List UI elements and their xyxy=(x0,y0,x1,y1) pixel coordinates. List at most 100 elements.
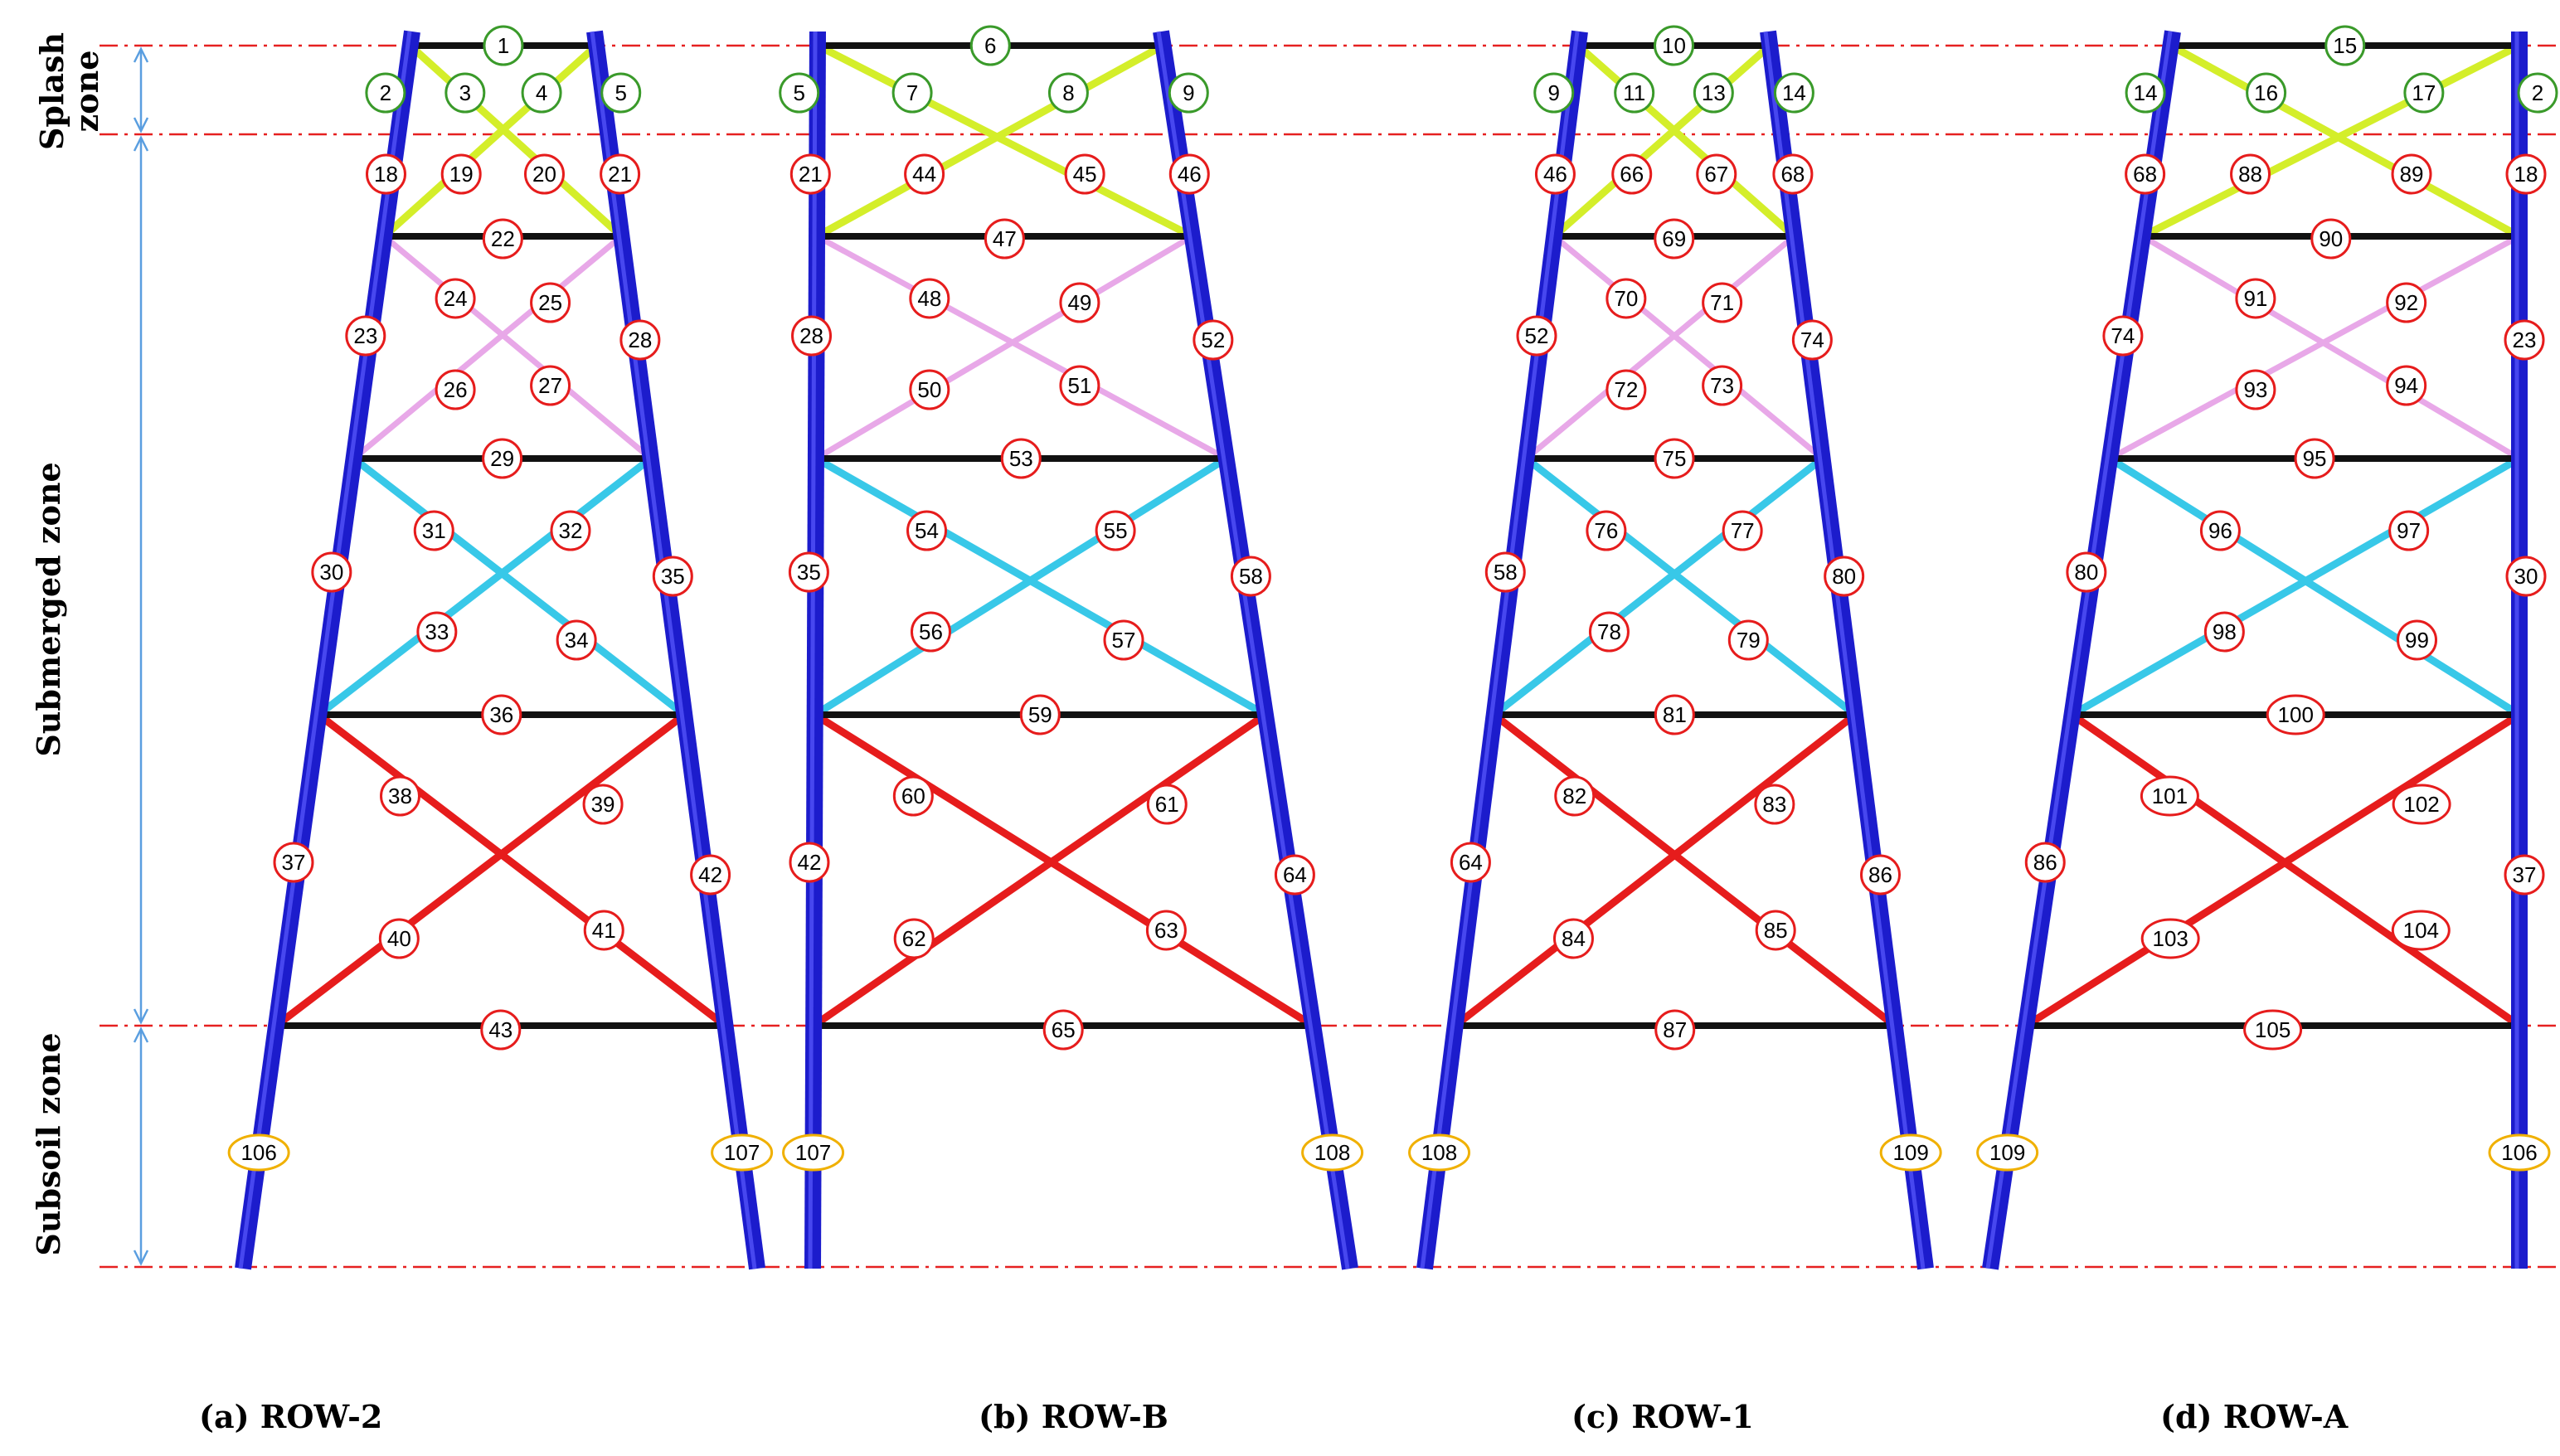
left-leg xyxy=(235,30,420,1270)
member-label: 27 xyxy=(530,365,571,406)
label-badge-orange xyxy=(1976,1133,2039,1172)
member-label: 92 xyxy=(2386,282,2427,323)
member-number: 59 xyxy=(1028,702,1052,727)
member-number: 71 xyxy=(1710,290,1734,315)
member-number: 73 xyxy=(1710,373,1734,398)
label-badge-red xyxy=(311,551,352,593)
member-number: 28 xyxy=(628,328,652,352)
member-number: 91 xyxy=(2243,286,2267,311)
red-x-brace xyxy=(1490,711,1899,1030)
zone-label-splash: Splash xyxy=(33,32,70,150)
member-label: 72 xyxy=(1605,369,1647,410)
label-badge-red xyxy=(480,1009,522,1051)
member-label: 23 xyxy=(345,315,386,357)
member-label: 39 xyxy=(582,784,624,825)
member-number: 42 xyxy=(698,862,722,887)
member-label: 1 xyxy=(483,25,524,66)
member-number: 85 xyxy=(1764,918,1788,943)
member-number: 60 xyxy=(901,784,925,808)
label-badge-red xyxy=(2310,218,2352,260)
member-number: 75 xyxy=(1663,446,1687,471)
member-number: 9 xyxy=(1183,80,1194,105)
member-number: 109 xyxy=(1989,1140,2025,1165)
label-badge-red xyxy=(1754,784,1795,825)
member-number: 40 xyxy=(387,926,411,951)
label-badge-red xyxy=(1588,611,1630,653)
member-label: 83 xyxy=(1754,784,1795,825)
label-badge-red xyxy=(378,918,420,959)
cyan-x-brace xyxy=(314,454,655,719)
member-label: 97 xyxy=(2388,510,2430,551)
label-badge-red xyxy=(909,278,950,319)
label-badge-red xyxy=(1450,842,1491,883)
label-badge-red xyxy=(2024,842,2066,883)
label-badge-red xyxy=(2505,556,2547,597)
member-label: 17 xyxy=(2403,72,2445,114)
label-badge-red xyxy=(1824,556,1865,597)
label-badge-red xyxy=(1586,510,1627,551)
member-label: 18 xyxy=(365,153,406,195)
label-badge-red xyxy=(789,842,830,883)
member-number: 66 xyxy=(1620,162,1644,187)
label-badge-red xyxy=(619,319,661,361)
label-badge-green xyxy=(1047,72,1089,114)
upper-x-brace xyxy=(2166,41,2524,240)
member-label: 36 xyxy=(481,694,522,735)
member-label: 14 xyxy=(2125,72,2166,114)
member-label: 68 xyxy=(1772,153,1814,195)
label-badge-red xyxy=(1095,510,1136,551)
label-badge-red xyxy=(1042,1009,1084,1051)
upper-x-brace xyxy=(2139,41,2524,240)
member-number: 107 xyxy=(795,1140,831,1165)
member-label: 49 xyxy=(1059,282,1100,323)
member-label: 109 xyxy=(1879,1133,1942,1172)
label-badge-red xyxy=(380,775,421,817)
member-label: 77 xyxy=(1722,510,1763,551)
label-badge-green xyxy=(2246,72,2287,114)
member-number: 4 xyxy=(536,80,547,105)
member-label: 85 xyxy=(1755,910,1796,951)
label-badge-green xyxy=(444,72,486,114)
dimension-arrow-icon xyxy=(133,1250,149,1266)
member-label: 80 xyxy=(1824,556,1865,597)
member-label: 53 xyxy=(1000,438,1042,479)
member-number: 80 xyxy=(2074,560,2098,585)
label-badge-green xyxy=(521,72,562,114)
label-badge-red xyxy=(1654,694,1695,735)
member-number: 8 xyxy=(1062,80,1074,105)
member-number: 102 xyxy=(2403,792,2439,817)
member-label: 96 xyxy=(2199,510,2241,551)
member-label: 102 xyxy=(2392,784,2451,825)
member-number: 78 xyxy=(1597,619,1621,644)
member-number: 6 xyxy=(984,33,996,58)
member-label: 37 xyxy=(273,842,314,883)
member-number: 86 xyxy=(1868,862,1892,887)
member-number: 97 xyxy=(2397,518,2421,543)
member-label: 61 xyxy=(1146,784,1188,825)
member-label: 74 xyxy=(1791,319,1833,361)
label-badge-red xyxy=(1193,319,1234,361)
label-badge-red xyxy=(2199,510,2241,551)
member-label: 24 xyxy=(435,278,476,319)
pink-x-brace xyxy=(1523,233,1797,462)
member-number: 2 xyxy=(2532,80,2543,105)
member-number: 35 xyxy=(797,560,821,585)
member-label: 42 xyxy=(789,842,830,883)
label-badge-red xyxy=(1103,619,1144,661)
member-number: 79 xyxy=(1737,628,1761,653)
label-badge-red xyxy=(2230,153,2271,195)
member-number: 64 xyxy=(1283,862,1307,887)
leg-highlight xyxy=(238,31,412,1269)
member-number: 74 xyxy=(2111,323,2135,348)
label-badge-red xyxy=(1168,153,1210,195)
label-badge-green xyxy=(483,25,524,66)
member-number: 74 xyxy=(1800,328,1824,352)
label-badge-green xyxy=(365,72,406,114)
member-number: 83 xyxy=(1762,792,1786,817)
member-number: 36 xyxy=(489,702,513,727)
member-label: 101 xyxy=(2140,775,2199,817)
label-badge-red xyxy=(1146,784,1188,825)
